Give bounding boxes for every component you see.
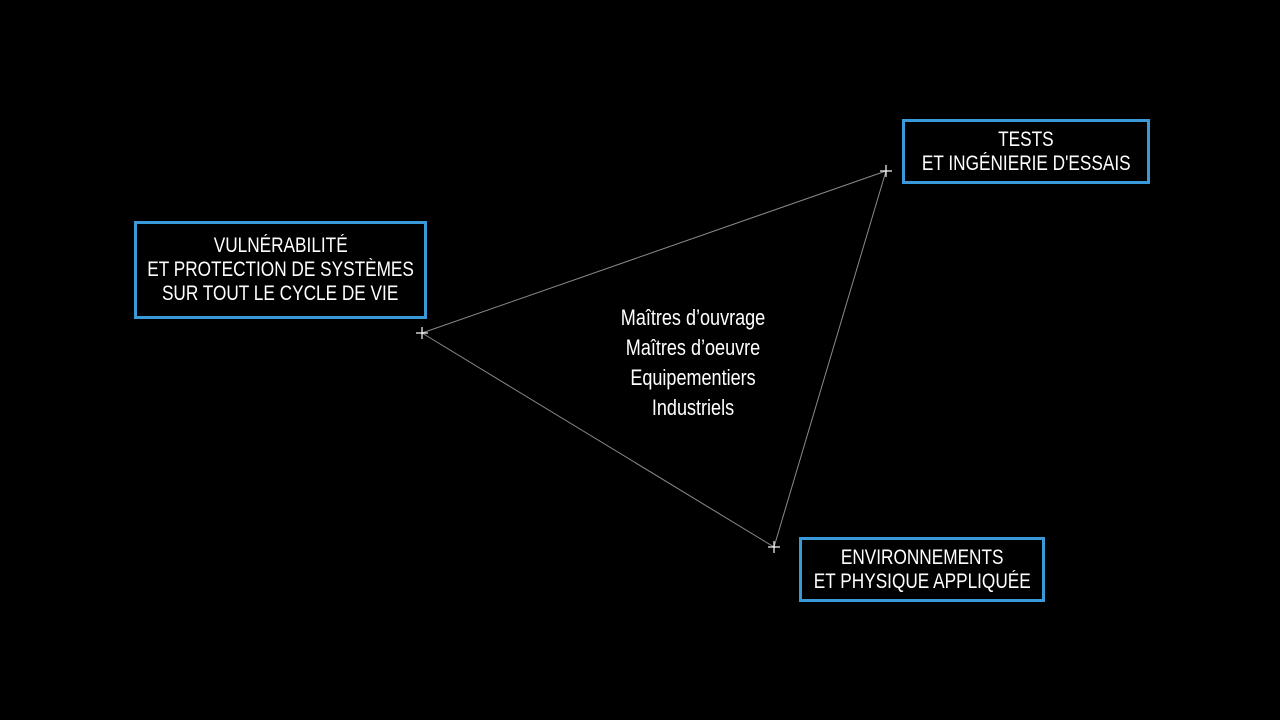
- edge-bottom-left: [421, 332, 775, 548]
- vertex-cross-left: [416, 327, 428, 339]
- node-label-line: ET PHYSIQUE APPLIQUÉE: [813, 569, 1031, 593]
- vertex-cross-top: [880, 165, 892, 177]
- node-label-line: SUR TOUT LE CYCLE DE VIE: [162, 282, 399, 305]
- edge-left-top: [421, 170, 887, 334]
- node-environnements: ENVIRONNEMENTS ET PHYSIQUE APPLIQUÉE: [799, 537, 1045, 602]
- stakeholder-line: Maîtres d’ouvrage: [620, 305, 766, 330]
- stakeholder-line: Industriels: [651, 395, 735, 420]
- node-tests: TESTS ET INGÉNIERIE D'ESSAIS: [902, 119, 1150, 184]
- node-label-line: VULNÉRABILITÉ: [213, 234, 348, 257]
- stakeholder-line: Maîtres d’oeuvre: [625, 335, 761, 360]
- node-label-line: ET PROTECTION DE SYSTÈMES: [147, 258, 414, 281]
- stakeholder-line: Equipementiers: [630, 365, 756, 390]
- node-label-line: TESTS: [998, 127, 1054, 151]
- node-label-line: ET INGÉNIERIE D'ESSAIS: [921, 151, 1131, 175]
- center-stakeholders: Maîtres d’ouvrage Maîtres d’oeuvre Equip…: [543, 303, 843, 423]
- edge-top-bottom: [773, 170, 887, 548]
- vertex-cross-bottom: [768, 541, 780, 553]
- node-label-line: ENVIRONNEMENTS: [840, 545, 1004, 569]
- node-vulnerabilite: VULNÉRABILITÉ ET PROTECTION DE SYSTÈMES …: [134, 221, 427, 319]
